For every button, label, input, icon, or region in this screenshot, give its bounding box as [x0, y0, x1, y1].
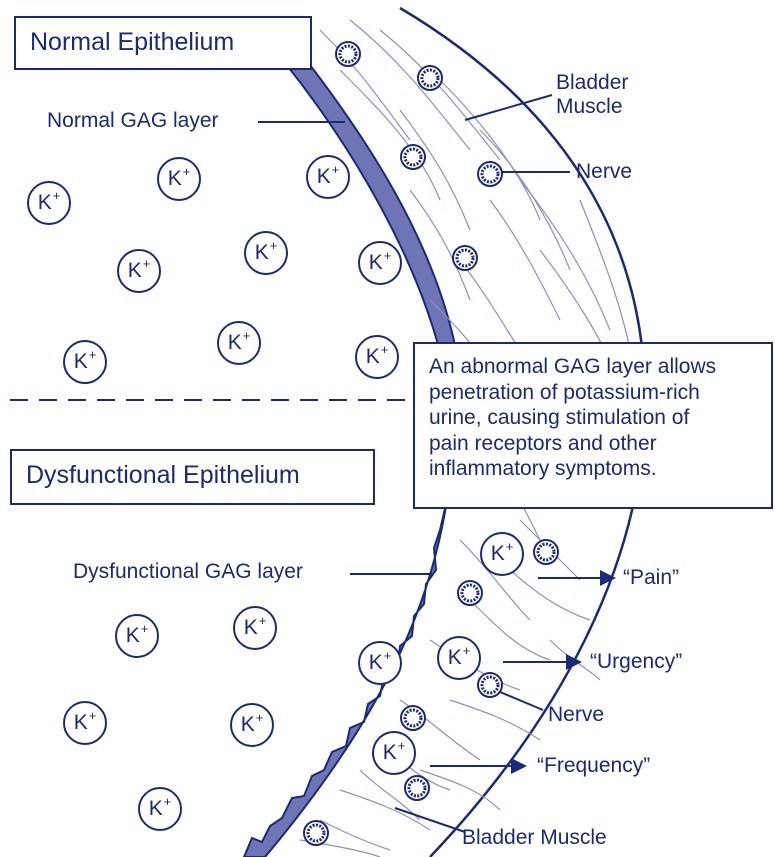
nerve-cell-icon [457, 580, 483, 606]
ion-symbol: K [368, 651, 383, 674]
bladder-muscle-wall [195, 8, 645, 857]
potassium-ion-icon: K+ [63, 340, 107, 384]
frequency-arrow-head [511, 758, 527, 774]
ion-charge: + [140, 620, 149, 636]
potassium-ion-icon: K+ [244, 231, 288, 275]
potassium-ion-icon: K+ [480, 532, 524, 576]
callout-line-3: urine, causing stimulation of [429, 406, 690, 430]
potassium-ion-icon: K+ [138, 787, 182, 831]
nerve-cell-icon [400, 144, 426, 170]
ion-charge: + [258, 612, 267, 628]
urgency-label: “Urgency” [590, 650, 683, 673]
normal-epithelium-title: Normal Epithelium [14, 16, 312, 70]
ion-charge: + [383, 647, 392, 663]
pain-label: “Pain” [623, 566, 680, 589]
ion-charge: + [182, 163, 191, 179]
ion-symbol: K [243, 616, 258, 639]
nerve-cell-icon [477, 161, 503, 187]
pain-arrow-head [600, 570, 616, 586]
ion-symbol: K [167, 167, 182, 190]
ion-charge: + [88, 346, 97, 362]
potassium-ion-icon: K+ [217, 321, 261, 365]
ion-symbol: K [73, 350, 88, 373]
ion-charge: + [52, 187, 61, 203]
bladder-muscle-top-leader [464, 94, 553, 121]
ion-charge: + [269, 237, 278, 253]
ion-charge: + [383, 247, 392, 263]
ion-symbol: K [447, 646, 462, 669]
ion-charge: + [142, 255, 151, 271]
nerve-cell-icon [452, 245, 478, 271]
nerve-cell-icon [533, 539, 559, 565]
ion-charge: + [331, 161, 340, 177]
ion-charge: + [88, 707, 97, 723]
potassium-ion-icon: K+ [358, 641, 402, 685]
nerve-cell-icon [404, 775, 430, 801]
urgency-arrow-head [566, 654, 582, 670]
potassium-ion-icon: K+ [306, 155, 350, 199]
ion-symbol: K [254, 241, 269, 264]
ion-symbol: K [240, 713, 255, 736]
ion-symbol: K [37, 191, 52, 214]
bladder-muscle-top-label-line1: Bladder [556, 71, 629, 94]
nerve-cell-icon [417, 65, 443, 91]
potassium-ion-icon: K+ [230, 703, 274, 747]
potassium-ion-icon: K+ [233, 606, 277, 650]
ion-symbol: K [127, 259, 142, 282]
potassium-ion-icon: K+ [115, 614, 159, 658]
dysfunctional-gag-layer [242, 499, 448, 857]
nerve-cell-icon [303, 820, 329, 846]
explanation-callout: An abnormal GAG layer allows penetration… [413, 342, 773, 509]
nerve-cell-icon [477, 672, 503, 698]
muscle-fiber-texture [299, 19, 631, 857]
ion-symbol: K [316, 165, 331, 188]
ion-symbol: K [368, 251, 383, 274]
ion-charge: + [397, 737, 406, 753]
potassium-ion-icon: K+ [157, 157, 201, 201]
ion-symbol: K [227, 331, 242, 354]
ion-charge: + [163, 793, 172, 809]
potassium-ion-icon: K+ [117, 249, 161, 293]
ion-symbol: K [490, 542, 505, 565]
ion-symbol: K [148, 797, 163, 820]
potassium-ion-icon: K+ [63, 701, 107, 745]
bladder-muscle-top-label-line2: Muscle [556, 95, 623, 118]
nerve-cell-icon [400, 705, 426, 731]
callout-line-1: An abnormal GAG layer allows [429, 355, 717, 378]
leader-lines [258, 94, 570, 833]
ion-symbol: K [382, 741, 397, 764]
dysfunctional-epithelium-title: Dysfunctional Epithelium [10, 449, 375, 505]
ion-symbol: K [125, 624, 140, 647]
callout-line-2: penetration of potassium-rich [429, 380, 700, 404]
frequency-label: “Frequency” [537, 754, 651, 777]
ion-charge: + [462, 642, 471, 658]
ion-symbol: K [73, 711, 88, 734]
potassium-ion-icon: K+ [358, 241, 402, 285]
nerves [303, 41, 559, 846]
bladder-muscle-bottom-leader [394, 807, 466, 833]
ion-charge: + [380, 341, 389, 357]
potassium-ion-icon: K+ [437, 636, 481, 680]
nerve-bottom-label: Nerve [548, 703, 605, 726]
ion-charge: + [505, 538, 514, 554]
nerve-cell-icon [335, 41, 361, 67]
potassium-ion-icon: K+ [372, 731, 416, 775]
symptom-arrows [430, 570, 616, 774]
callout-line-4: pain receptors and other [429, 431, 657, 455]
dysfunctional-gag-label: Dysfunctional GAG layer [73, 560, 303, 583]
ion-charge: + [255, 709, 264, 725]
potassium-ion-icon: K+ [27, 181, 71, 225]
normal-gag-label: Normal GAG layer [47, 109, 219, 132]
nerve-top-label: Nerve [576, 160, 633, 183]
callout-line-5: inflammatory symptoms. [429, 457, 657, 481]
ion-symbol: K [365, 345, 380, 368]
bladder-muscle-bottom-label: Bladder Muscle [462, 826, 607, 849]
nerve-bottom-leader [499, 691, 544, 711]
potassium-ion-icon: K+ [355, 335, 399, 379]
ion-charge: + [242, 327, 251, 343]
